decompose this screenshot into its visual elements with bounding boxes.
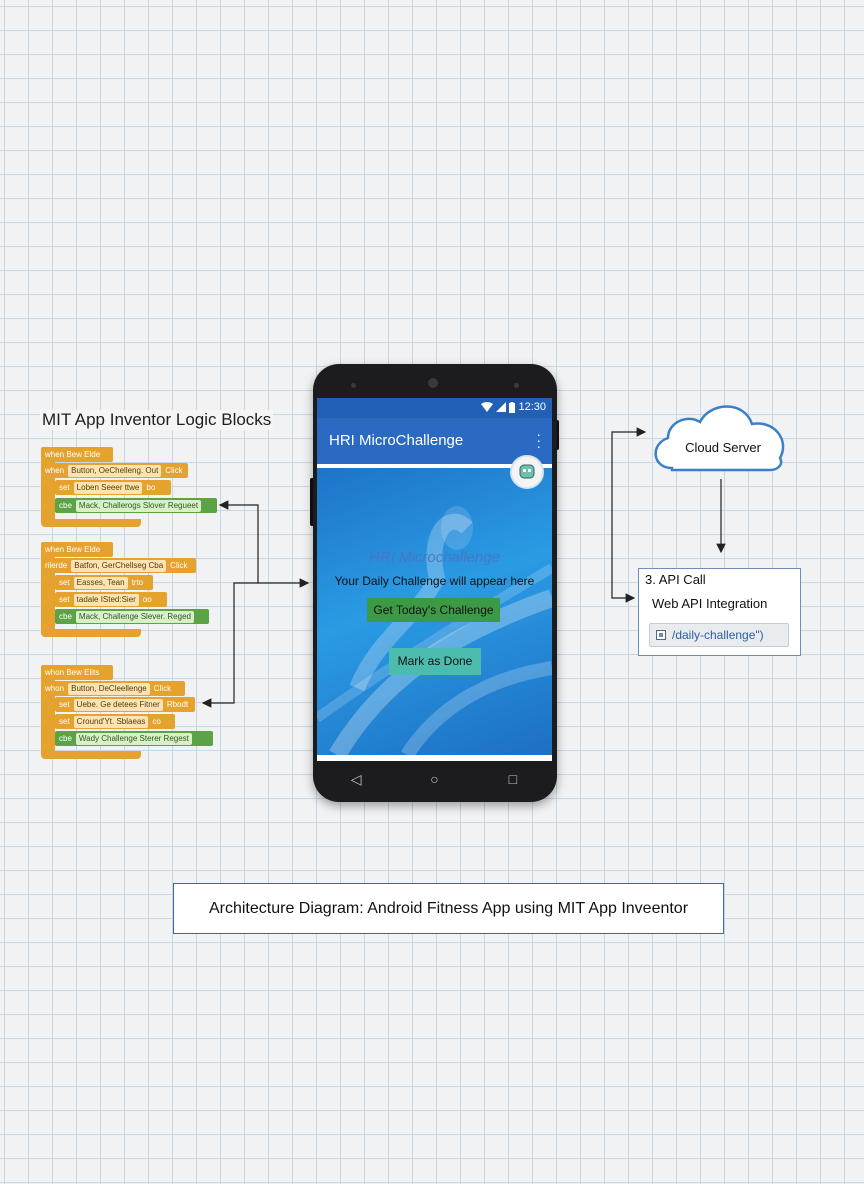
block-row: set Loben Seeer ttwe bo [55, 480, 171, 495]
api-call-title: 3. API Call [645, 572, 706, 587]
logic-blocks-title: MIT App Inventor Logic Blocks [40, 410, 274, 430]
status-time: 12:30 [518, 401, 546, 413]
api-endpoint-text: /daily-challenge") [672, 628, 764, 642]
app-title: HRI MicroChallenge [329, 432, 464, 449]
daily-challenge-text: Your Daily Challenge will appear here [334, 574, 535, 588]
android-nav-bar: ◁ ○ □ [317, 766, 552, 792]
diagram-caption: Architecture Diagram: Android Fitness Ap… [173, 883, 724, 934]
watermark-title: HRI Microchallenge [369, 549, 500, 566]
block-row: cbe Mack, Challerogs Slover Regueet [55, 498, 217, 513]
document-icon [656, 630, 666, 640]
battery-icon [509, 401, 516, 413]
menu-dots-icon[interactable]: ··· [536, 426, 541, 454]
wifi-icon [481, 402, 494, 412]
block-row: set Cround'Yt. Sblaeas co [55, 714, 175, 729]
block-row: set Easses, Tean trto [55, 575, 153, 590]
block-row: cbe Wady Challenge Sterer Regest [55, 731, 213, 746]
app-bar: HRI MicroChallenge ··· [317, 418, 552, 464]
status-bar: 12:30 [317, 398, 552, 418]
arrow-to-api-box [611, 520, 636, 603]
block-row: set tadale ISted:Sier oo [55, 592, 167, 607]
block-header: when Bew Elde [41, 447, 113, 462]
chat-robot-icon[interactable] [510, 455, 544, 489]
signal-icon [496, 402, 507, 412]
recents-nav-icon[interactable]: □ [508, 771, 518, 787]
block-row: set Uebe. Ge detees Fitner Rbodt [55, 697, 195, 712]
logic-block-group-2[interactable]: when Bew Elde rilerde Batfon, GerChellse… [41, 542, 256, 638]
cloud-server-label: Cloud Server [685, 440, 761, 455]
arrow-to-cloud [611, 427, 647, 520]
mark-done-button[interactable]: Mark as Done [389, 648, 481, 675]
camera-icon [428, 378, 438, 388]
phone-power-button [555, 420, 559, 450]
api-integration-label: Web API Integration [652, 596, 768, 611]
cloud-icon [654, 405, 785, 472]
logic-block-group-1[interactable]: when Bew Elde when Button, OeChelleng. O… [41, 447, 256, 527]
get-challenge-button[interactable]: Get Today's Challenge [367, 598, 500, 622]
api-endpoint-chip: /daily-challenge") [649, 623, 789, 647]
block-row: rilerde Batfon, GerChellseg Cba Click [41, 558, 196, 573]
block-row: when Button, OeChelleng. Out Click [41, 463, 188, 478]
block-header: when Bew Elde [41, 542, 113, 557]
phone-side-button [310, 478, 314, 526]
block-row: cbe Mack, Challenge Slever. Reged [55, 609, 209, 624]
sensor-dot [514, 383, 519, 388]
back-nav-icon[interactable]: ◁ [350, 770, 362, 787]
logic-block-group-3[interactable]: whon Bew Elits whon Button, DeCleellenge… [41, 665, 256, 761]
block-row: whon Button, DeCleellenge Click [41, 681, 185, 696]
home-nav-icon[interactable]: ○ [430, 771, 439, 787]
block-header: whon Bew Elits [41, 665, 113, 680]
api-call-box: 3. API Call Web API Integration /daily-c… [638, 568, 801, 656]
sensor-dot [351, 383, 356, 388]
